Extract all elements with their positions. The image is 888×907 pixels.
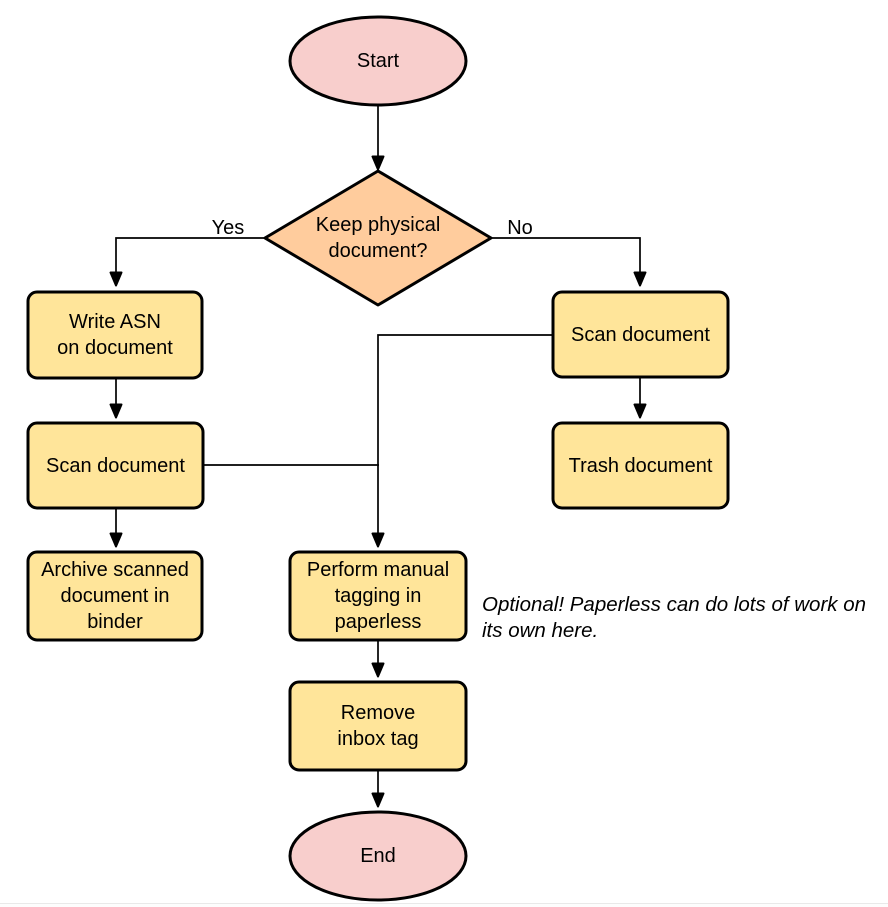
scan-document-right-node-label: Scan document: [571, 323, 710, 346]
scan-document-left-node-shape: [26, 421, 205, 510]
scan-document-left-node-label: Scan document: [46, 454, 185, 477]
tagging-node-label: Perform manual tagging in paperless: [306, 559, 450, 633]
arrow-decision-no-to-scan-right: [490, 237, 647, 287]
start-node-shape: [288, 15, 468, 107]
end-node-label: End: [360, 845, 396, 867]
bottom-page-divider: [0, 903, 888, 907]
archive-node-shape: [26, 550, 204, 642]
trash-node-label: Trash document: [568, 454, 713, 477]
decision-diamond-shape: [263, 169, 493, 307]
arrow-decision-yes-to-write-asn: [109, 237, 266, 287]
remove-inbox-node-label: Remove inbox tag: [337, 702, 419, 750]
remove-inbox-node-shape: [288, 680, 468, 772]
end-node-shape: [288, 810, 468, 902]
edge-label-no: No: [507, 217, 533, 239]
start-node-label: Start: [356, 50, 400, 72]
archive-node-label: Archive scanned document in binder: [41, 559, 189, 633]
tagging-node-shape: [288, 550, 468, 642]
edge-label-yes: Yes: [211, 217, 245, 239]
scan-document-right-node-shape: [551, 290, 730, 379]
write-asn-node-label: Write ASN on document: [57, 311, 173, 359]
decision-node-label: Keep physical document?: [315, 214, 441, 262]
arrow-scan-right-to-tagging: [371, 334, 552, 548]
trash-node-shape: [551, 421, 730, 510]
write-asn-node-shape: [26, 290, 204, 380]
optional-note-text: Optional! Paperless can do lots of work …: [482, 593, 867, 642]
